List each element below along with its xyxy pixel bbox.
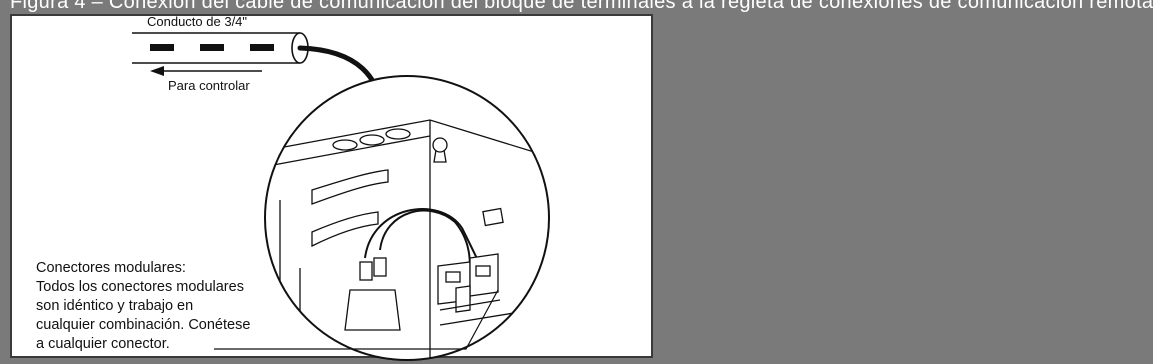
figure-header: Figura 4 – Conexión del cable de comunic… [10,0,1153,13]
caption-line: son idéntico y trabajo en [36,298,194,314]
caption-line: cualquier combinación. Conétese [36,317,251,333]
caption-line: a cualquier conector. [36,336,170,352]
caption-leader-line [214,289,499,350]
conduit-pipe [132,32,309,64]
wiring-diagram: Conducto de 3/4" Para controlar [132,14,550,361]
direction-arrow [150,66,262,76]
direction-label: Para controlar [168,78,250,93]
conduit-label: Conducto de 3/4" [147,14,247,29]
header-strip: Figura 4 – Conexión del cable de comunic… [0,0,1153,14]
caption-line: Conectores modulares: [36,260,186,276]
magnified-view [264,75,550,361]
modular-connectors-caption: Conectores modulares: Todos los conector… [36,259,316,354]
caption-line: Todos los conectores modulares [36,279,244,295]
